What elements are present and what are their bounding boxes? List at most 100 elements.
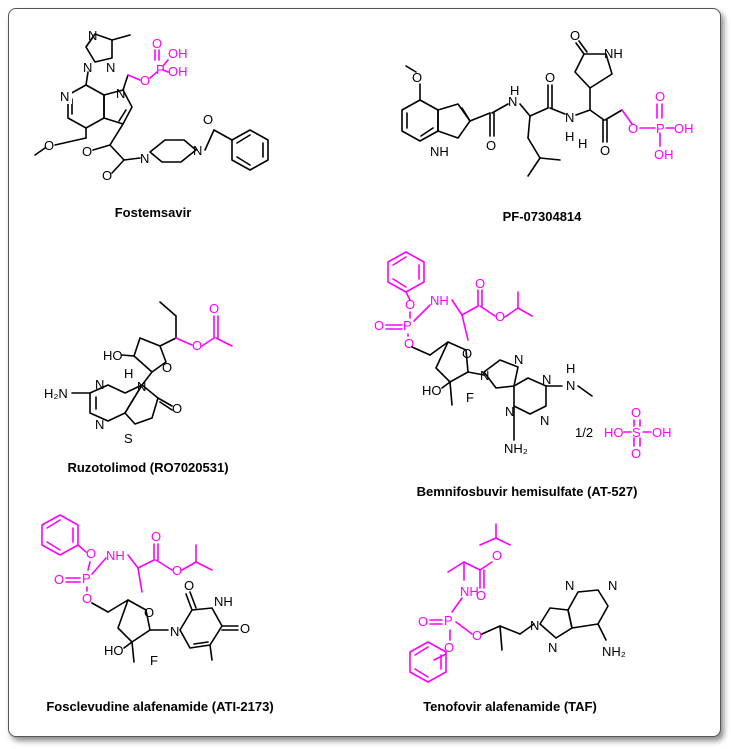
atom-h: H bbox=[565, 129, 574, 144]
atom-o: O bbox=[203, 112, 213, 127]
atom-o: O bbox=[462, 346, 472, 361]
compound-name: Fosclevudine alafenamide (ATI-2173) bbox=[46, 699, 274, 714]
atom-n: N bbox=[508, 94, 517, 109]
atom-n: N bbox=[565, 578, 574, 593]
atom-o: O bbox=[152, 36, 162, 51]
ruzotolimod-structure: O HO O O H N N N H₂N S O bbox=[44, 301, 233, 446]
atom-o: O bbox=[374, 318, 384, 333]
atom-oh: OH bbox=[652, 425, 672, 440]
compound-name: Bemnifosbuvir hemisulfate (AT-527) bbox=[416, 484, 638, 499]
atom-n: N bbox=[542, 372, 551, 387]
atom-o: O bbox=[82, 591, 92, 606]
atom-h: H bbox=[578, 136, 587, 151]
atom-nh: NH bbox=[106, 548, 125, 563]
atom-o: O bbox=[192, 338, 202, 353]
atom-p: P bbox=[156, 62, 165, 77]
atom-o: O bbox=[240, 621, 250, 636]
atom-o: O bbox=[600, 143, 610, 158]
atom-oh: OH bbox=[168, 64, 188, 79]
atom-nh2: NH₂ bbox=[504, 441, 528, 456]
atom-n: N bbox=[548, 640, 557, 655]
bemnifosbuvir-structure: O P O NH O O O O HO F N N N N bbox=[374, 251, 672, 461]
atom-o: O bbox=[162, 360, 172, 375]
atom-o: O bbox=[412, 70, 422, 85]
atom-n: N bbox=[480, 368, 489, 383]
atom-o: O bbox=[172, 401, 182, 416]
atom-p: P bbox=[82, 571, 91, 586]
atom-n: N bbox=[530, 618, 539, 633]
atom-o: O bbox=[405, 297, 415, 312]
atom-o: O bbox=[82, 144, 92, 159]
atom-nh: NH bbox=[430, 293, 449, 308]
atom-oh: OH bbox=[674, 121, 694, 136]
atom-o: O bbox=[444, 640, 454, 655]
compound-name: Fostemsavir bbox=[114, 205, 192, 220]
compound-name: Tenofovir alafenamide (TAF) bbox=[423, 699, 597, 714]
atom-n: N bbox=[514, 352, 523, 367]
atom-o: O bbox=[472, 628, 482, 643]
atom-o: O bbox=[209, 301, 219, 316]
atom-n: N bbox=[608, 578, 617, 593]
fostemsavir-structure: N N N N N O P O OH OH O O O bbox=[34, 28, 269, 183]
atom-oh: OH bbox=[168, 46, 188, 61]
atom-n: N bbox=[540, 413, 549, 428]
pf07304814-structure: O NH O N H O N H O bbox=[401, 28, 694, 177]
atom-p: P bbox=[656, 121, 665, 136]
compound-name: Ruzotolimod (RO7020531) bbox=[67, 460, 229, 475]
atom-n: N bbox=[83, 60, 92, 75]
compound-name: PF-07304814 bbox=[502, 209, 582, 224]
atom-p: P bbox=[403, 318, 412, 333]
atom-o: O bbox=[631, 405, 641, 420]
atom-p: P bbox=[444, 613, 453, 628]
atom-o: O bbox=[86, 546, 96, 561]
hemisulfate-ratio: 1/2 bbox=[575, 425, 593, 440]
taf-structure: O O NH P O O O N N N N NH₂ bbox=[409, 523, 626, 683]
atom-n: N bbox=[88, 28, 97, 43]
atom-o: O bbox=[486, 138, 496, 153]
atom-o: O bbox=[184, 578, 194, 593]
atom-o: O bbox=[631, 446, 641, 461]
atom-o: O bbox=[172, 563, 182, 578]
atom-n: N bbox=[140, 151, 149, 166]
atom-f: F bbox=[466, 390, 474, 405]
atom-o: O bbox=[404, 336, 414, 351]
atom-o: O bbox=[495, 309, 505, 324]
atom-o: O bbox=[151, 529, 161, 544]
atom-o: O bbox=[44, 138, 54, 153]
atom-o: O bbox=[628, 121, 638, 136]
atom-nh: NH bbox=[604, 46, 623, 61]
atom-o: O bbox=[140, 73, 150, 88]
atom-n: N bbox=[193, 143, 202, 158]
atom-o: O bbox=[418, 614, 428, 629]
atom-n: N bbox=[60, 89, 69, 104]
atom-ho: HO bbox=[104, 643, 124, 658]
atom-o: O bbox=[570, 28, 580, 43]
atom-h: H bbox=[124, 366, 133, 381]
atom-nh: NH bbox=[460, 584, 479, 599]
atom-o: O bbox=[475, 276, 485, 291]
atom-n: N bbox=[95, 377, 104, 392]
atom-nh: NH bbox=[214, 594, 233, 609]
atom-f: F bbox=[150, 653, 158, 668]
atom-s: S bbox=[632, 425, 641, 440]
atom-o: O bbox=[545, 70, 555, 85]
atom-n: N bbox=[566, 378, 575, 393]
atom-s: S bbox=[124, 431, 133, 446]
atom-n: N bbox=[95, 417, 104, 432]
atom-h: H bbox=[566, 361, 575, 376]
atom-o: O bbox=[655, 89, 665, 104]
atom-o: O bbox=[476, 588, 486, 603]
atom-nh2: NH₂ bbox=[602, 644, 626, 659]
atom-n: N bbox=[565, 110, 574, 125]
atom-ho: HO bbox=[103, 348, 123, 363]
atom-ho: HO bbox=[422, 383, 442, 398]
atom-o: O bbox=[144, 605, 154, 620]
atom-n: N bbox=[170, 624, 179, 639]
atom-h2n: H₂N bbox=[44, 386, 68, 401]
atom-o: O bbox=[102, 168, 112, 183]
atom-n: N bbox=[505, 404, 514, 419]
atom-o: O bbox=[54, 572, 64, 587]
atom-n: N bbox=[106, 60, 115, 75]
atom-oh: OH bbox=[654, 147, 674, 162]
